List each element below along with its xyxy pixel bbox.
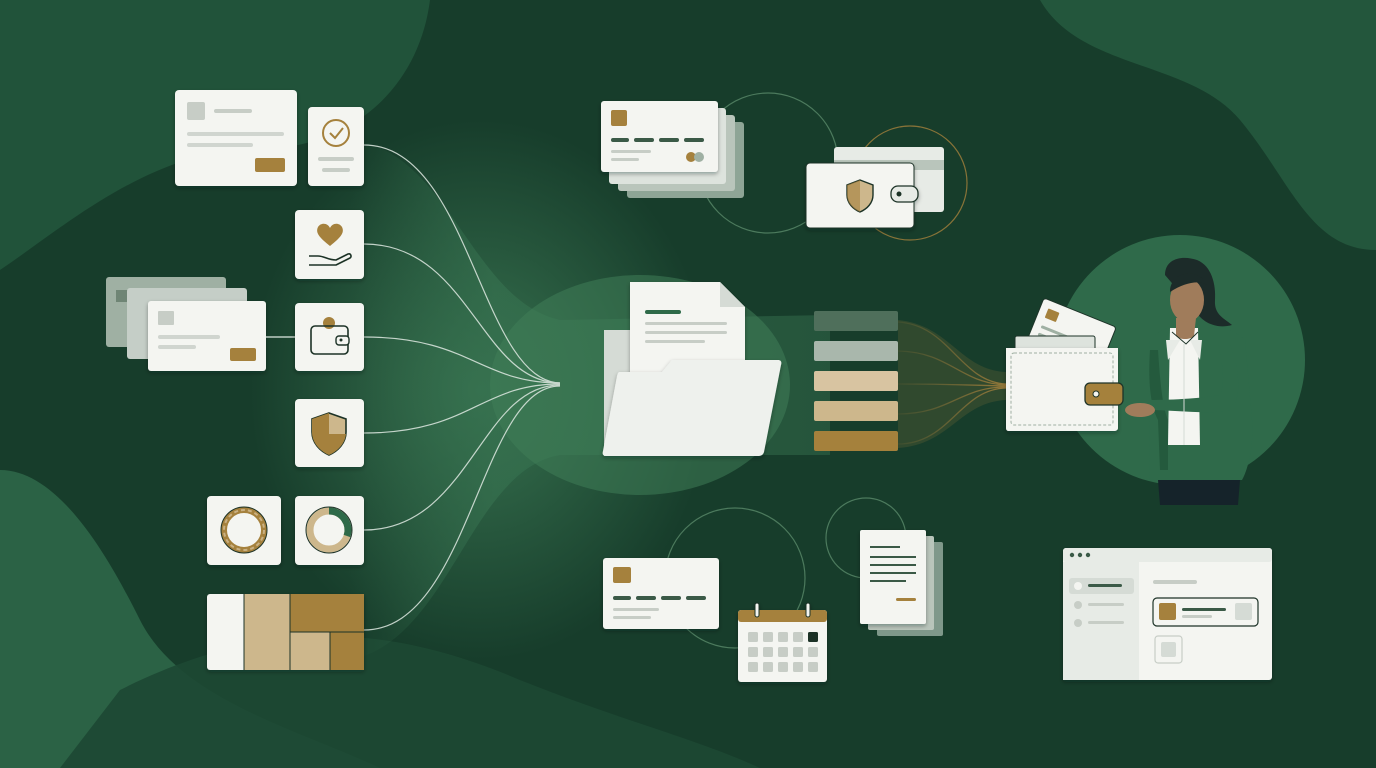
calendar-day-highlighted (808, 632, 818, 642)
calendar-day (808, 647, 818, 657)
calendar-day (793, 662, 803, 672)
calendar-day (763, 647, 773, 657)
checkmark-badge-icon (308, 107, 364, 186)
calendar-day (748, 632, 758, 642)
gold-streams (897, 321, 1007, 445)
calendar-day (793, 647, 803, 657)
gold-funnel (898, 320, 1006, 448)
wallet-with-cards-icon (1006, 298, 1124, 431)
calendar-day (778, 647, 788, 657)
shield-icon (295, 399, 364, 467)
browser-window-icon (1063, 548, 1272, 680)
stacked-cards-icon (106, 277, 266, 371)
wallet-shield-icon (805, 147, 944, 229)
treemap-icon (207, 594, 364, 670)
stacked-bar (814, 371, 898, 391)
document-stack-icon (860, 530, 943, 636)
connector-lines (363, 144, 561, 631)
stacked-bar (814, 311, 898, 331)
document-icon (630, 282, 745, 380)
calendar-day (793, 632, 803, 642)
calendar-day (778, 632, 788, 642)
stacked-bar (814, 341, 898, 361)
heart-in-hand-icon (295, 210, 364, 279)
blob-top-right (1040, 0, 1376, 250)
stacked-bar (814, 401, 898, 421)
receipt-card (175, 90, 297, 186)
calendar-day (778, 662, 788, 672)
calendar-day (748, 662, 758, 672)
ring-chart-icon (207, 496, 281, 565)
payment-card-icon (603, 497, 907, 649)
calendar-day (763, 632, 773, 642)
calendar-day (808, 662, 818, 672)
wallet-icon (295, 303, 364, 371)
stacked-bars-icon (814, 311, 898, 451)
stacked-bar (814, 431, 898, 451)
calendar-icon (738, 602, 827, 682)
person-holding-wallet (1125, 257, 1253, 505)
calendar-day (748, 647, 758, 657)
calendar-day (763, 662, 773, 672)
card-stack-icon (601, 92, 968, 241)
blob-bottom-left (0, 470, 380, 768)
folder-icon (602, 282, 782, 456)
partial-ring-chart-icon (295, 496, 364, 565)
